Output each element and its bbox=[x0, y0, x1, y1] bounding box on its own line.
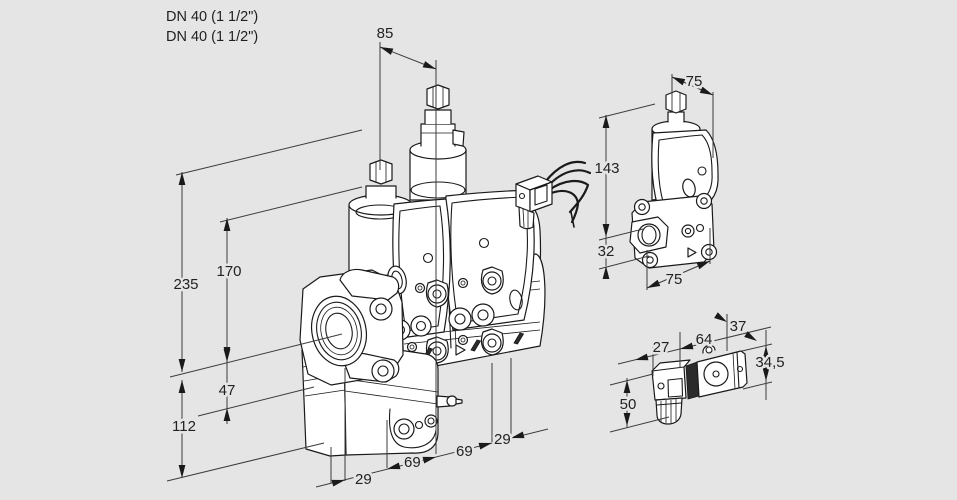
hex-nut-right bbox=[426, 84, 450, 110]
product-labels: DN 40 (1 1/2") DN 40 (1 1/2") bbox=[166, 9, 258, 45]
dim-label-112: 112 bbox=[172, 418, 196, 435]
dim-label-235: 235 bbox=[173, 276, 198, 293]
dim-label-69b: 69 bbox=[456, 443, 473, 460]
dim-label-69a: 69 bbox=[404, 454, 421, 471]
valve-block-details bbox=[389, 266, 525, 364]
dn-size-label-1: DN 40 (1 1/2") bbox=[166, 9, 258, 25]
dim-label-47: 47 bbox=[219, 382, 236, 399]
dim-label-50: 50 bbox=[620, 396, 637, 413]
dim-label-29b: 29 bbox=[494, 431, 511, 448]
side-coil-cover bbox=[651, 129, 719, 215]
cable-plug-detail bbox=[515, 160, 592, 230]
dim-label-37: 37 bbox=[730, 318, 747, 335]
side-view-dimensions: 75 143 32 75 bbox=[592, 71, 715, 292]
flow-arrow-icon bbox=[455, 344, 466, 356]
detail-component-drawing bbox=[651, 344, 748, 425]
main-valve-drawing bbox=[299, 84, 592, 457]
pipe-flange bbox=[299, 268, 404, 386]
dim-label-34-5: 34,5 bbox=[755, 354, 784, 371]
side-hex-nut bbox=[665, 90, 687, 114]
detail-cable-gland bbox=[655, 397, 683, 425]
dim-label-85: 85 bbox=[377, 25, 394, 42]
detail-view-dimensions: 27 64 37 34,5 50 bbox=[609, 312, 787, 433]
detail-connector bbox=[651, 359, 691, 425]
dim-label-29a: 29 bbox=[355, 471, 372, 488]
side-actuator bbox=[651, 90, 719, 215]
side-valve-drawing bbox=[629, 90, 719, 269]
dim-label-32: 32 bbox=[598, 243, 615, 260]
main-view-dimensions: 85 235 170 47 112 29 69 69 29 bbox=[166, 23, 549, 491]
dim-label-75-top: 75 bbox=[686, 73, 703, 90]
dim-label-143: 143 bbox=[594, 160, 619, 177]
dim-label-75-bot: 75 bbox=[666, 271, 683, 288]
dn-size-label-2: DN 40 (1 1/2") bbox=[166, 29, 258, 45]
detail-valve-body bbox=[685, 344, 748, 400]
dim-label-27: 27 bbox=[653, 339, 670, 356]
cable-gland bbox=[518, 206, 535, 230]
dim-label-64: 64 bbox=[696, 331, 713, 348]
hex-nut-left bbox=[369, 159, 393, 185]
side-valve-body bbox=[629, 192, 718, 269]
flow-arrow-icon bbox=[687, 247, 697, 258]
actuator-right bbox=[409, 84, 467, 201]
dim-label-170: 170 bbox=[216, 263, 241, 280]
